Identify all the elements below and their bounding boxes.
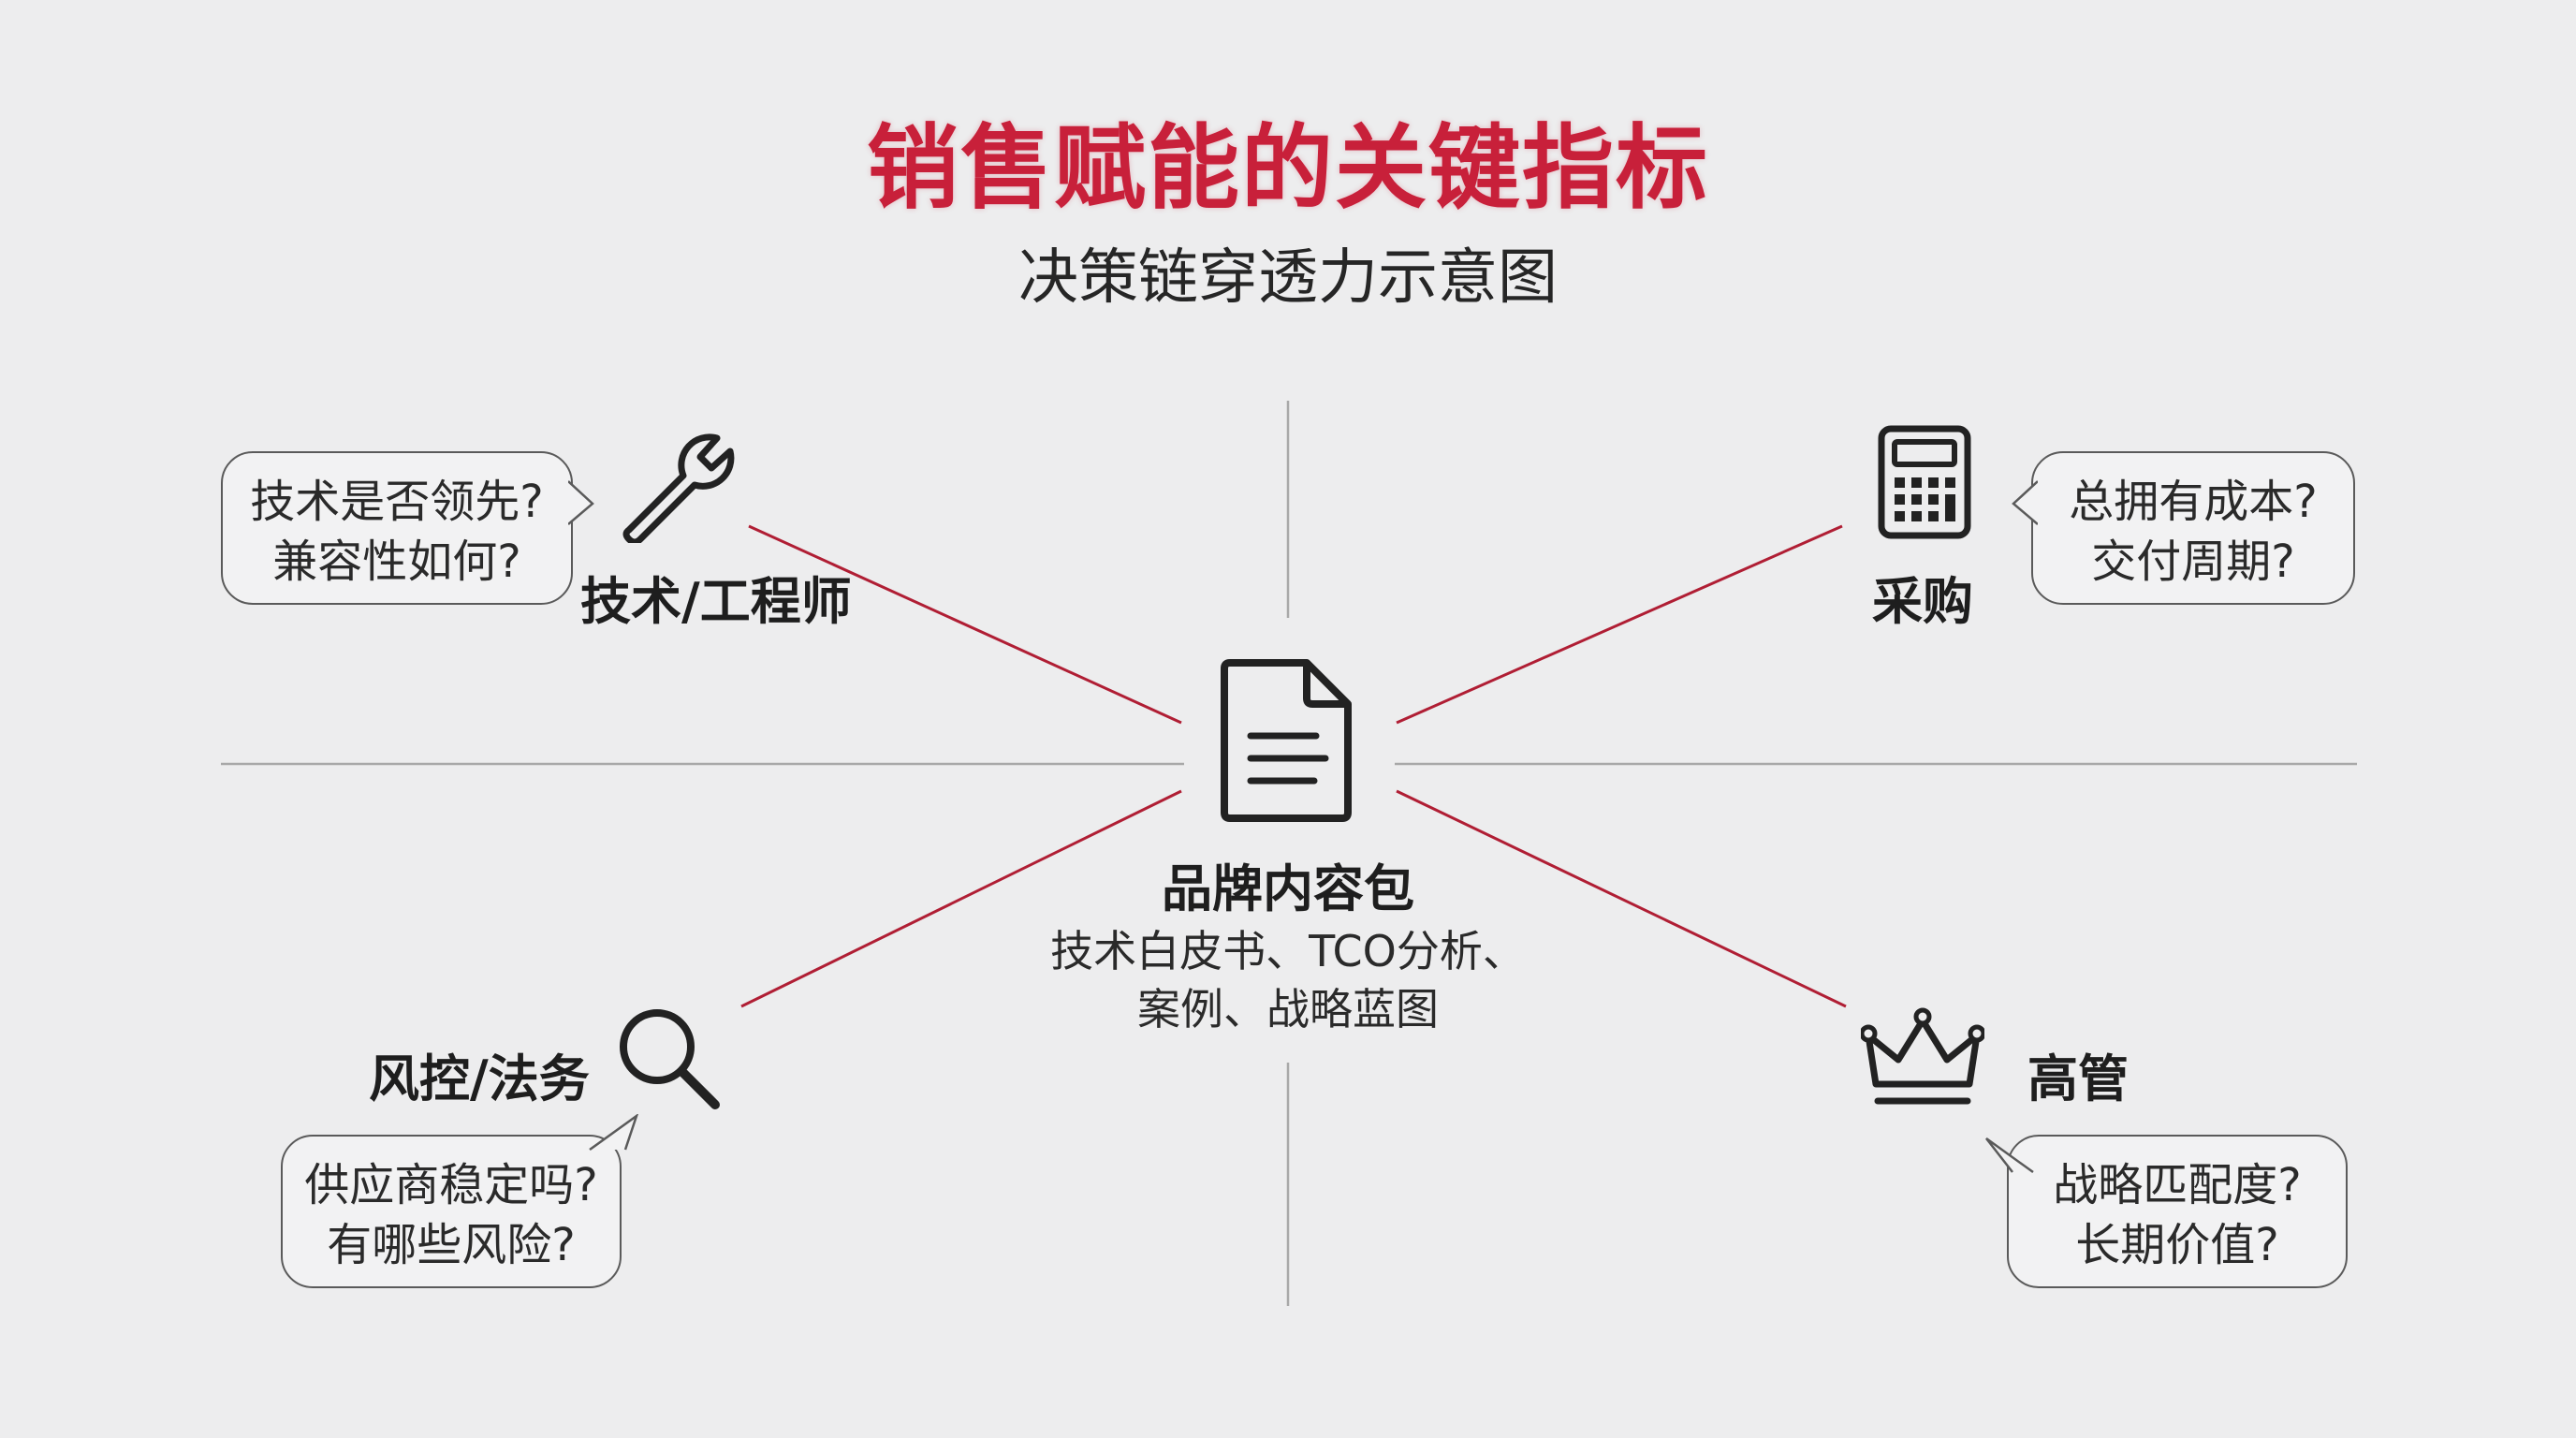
diagram-subtitle: 决策链穿透力示意图 (1018, 243, 1558, 313)
center-title: 品牌内容包 (1162, 859, 1414, 918)
engineer-question-1: 技术是否领先? (250, 476, 544, 528)
risk-legal-bubble-tail (589, 1114, 638, 1152)
risk-legal-question-2: 有哪些风险? (327, 1219, 576, 1271)
center-description-line-2: 案例、战略蓝图 (1137, 984, 1439, 1034)
procurement-bubble-tail (2012, 480, 2038, 525)
connector-executive (1396, 789, 1847, 1008)
procurement-role-label: 采购 (1872, 572, 1973, 631)
crown-icon (1861, 1007, 1984, 1105)
risk-legal-question-1: 供应商稳定吗? (304, 1159, 598, 1211)
engineer-question-bubble: 技术是否领先? 兼容性如何? (221, 451, 573, 605)
connector-engineer (748, 524, 1182, 725)
executive-question-1: 战略匹配度? (2053, 1159, 2302, 1211)
risk-legal-role-label: 风控/法务 (369, 1049, 590, 1108)
procurement-question-1: 总拥有成本? (2069, 476, 2318, 528)
connector-procurement (1396, 524, 1843, 725)
magnifier-icon (620, 1009, 720, 1109)
executive-question-bubble: 战略匹配度? 长期价值? (2007, 1135, 2348, 1288)
document-icon (1221, 659, 1352, 822)
diagram-title: 销售赋能的关键指标 (866, 115, 1709, 222)
calculator-icon (1878, 425, 1971, 539)
executive-bubble-tail (1985, 1137, 2034, 1174)
engineer-bubble-tail (568, 480, 594, 525)
executive-question-2: 长期价值? (2075, 1219, 2279, 1271)
procurement-question-bubble: 总拥有成本? 交付周期? (2031, 451, 2355, 605)
procurement-question-2: 交付周期? (2091, 536, 2295, 588)
center-description: 技术白皮书、TCO分析、 案例、战略蓝图 (960, 922, 1616, 1038)
executive-role-label: 高管 (2027, 1049, 2129, 1108)
wrench-icon (622, 433, 735, 543)
engineer-role-label: 技术/工程师 (580, 572, 852, 631)
risk-legal-question-bubble: 供应商稳定吗? 有哪些风险? (281, 1135, 622, 1288)
connector-risk-legal (740, 789, 1182, 1008)
center-description-line-1: 技术白皮书、TCO分析、 (1050, 926, 1526, 976)
engineer-question-2: 兼容性如何? (272, 536, 521, 588)
